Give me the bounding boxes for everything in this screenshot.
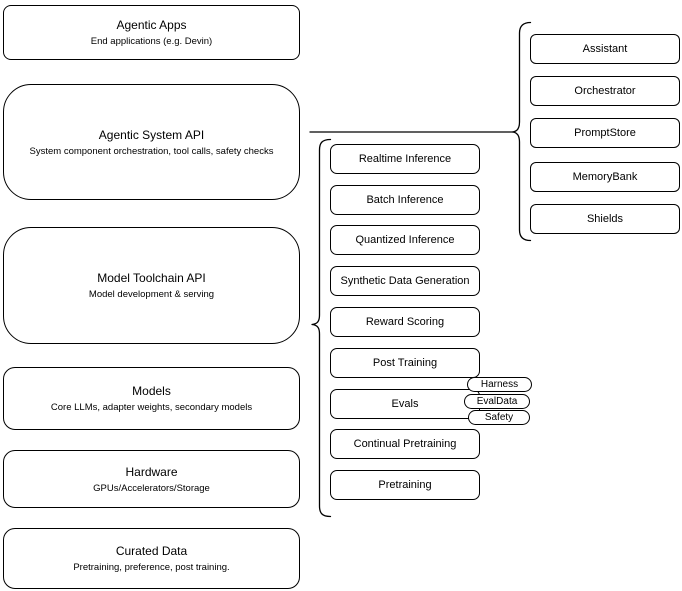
node-curated-data: Curated Data Pretraining, preference, po…	[3, 528, 300, 589]
node-evals: Evals	[330, 389, 480, 419]
node-promptstore: PromptStore	[530, 118, 680, 148]
node-model-toolchain-api: Model Toolchain API Model development & …	[3, 227, 300, 344]
node-title: Curated Data	[115, 544, 188, 558]
node-models: Models Core LLMs, adapter weights, secon…	[3, 367, 300, 430]
node-hardware: Hardware GPUs/Accelerators/Storage	[3, 450, 300, 508]
tag-safety: Safety	[468, 410, 530, 425]
node-title: Agentic System API	[98, 127, 205, 142]
node-reward-scoring: Reward Scoring	[330, 307, 480, 337]
node-batch-inference: Batch Inference	[330, 185, 480, 215]
node-subtitle: Core LLMs, adapter weights, secondary mo…	[50, 402, 253, 413]
node-memorybank: MemoryBank	[530, 162, 680, 192]
node-subtitle: GPUs/Accelerators/Storage	[93, 482, 210, 494]
node-post-training: Post Training	[330, 348, 480, 378]
node-synthetic-data-generation: Synthetic Data Generation	[330, 266, 480, 296]
toolchain-group-brace	[311, 138, 332, 518]
node-subtitle: Pretraining, preference, post training.	[73, 562, 230, 573]
node-agentic-system-api: Agentic System API System component orch…	[3, 84, 300, 200]
node-orchestrator: Orchestrator	[530, 76, 680, 106]
node-subtitle: End applications (e.g. Devin)	[90, 36, 213, 47]
tag-harness: Harness	[467, 377, 532, 392]
tag-evaldata: EvalData	[464, 394, 530, 409]
node-pretraining: Pretraining	[330, 470, 480, 500]
node-continual-pretraining: Continual Pretraining	[330, 429, 480, 459]
node-title: Model Toolchain API	[97, 271, 206, 285]
node-assistant: Assistant	[530, 34, 680, 64]
node-agentic-apps: Agentic Apps End applications (e.g. Devi…	[3, 5, 300, 60]
node-title: Agentic Apps	[116, 18, 187, 32]
node-quantized-inference: Quantized Inference	[330, 225, 480, 255]
node-shields: Shields	[530, 204, 680, 234]
node-subtitle: System component orchestration, tool cal…	[29, 145, 274, 157]
node-subtitle: Model development & serving	[88, 289, 215, 300]
node-title: Hardware	[125, 464, 178, 479]
node-realtime-inference: Realtime Inference	[330, 144, 480, 174]
node-title: Models	[132, 384, 171, 398]
system-group-brace	[511, 21, 532, 242]
